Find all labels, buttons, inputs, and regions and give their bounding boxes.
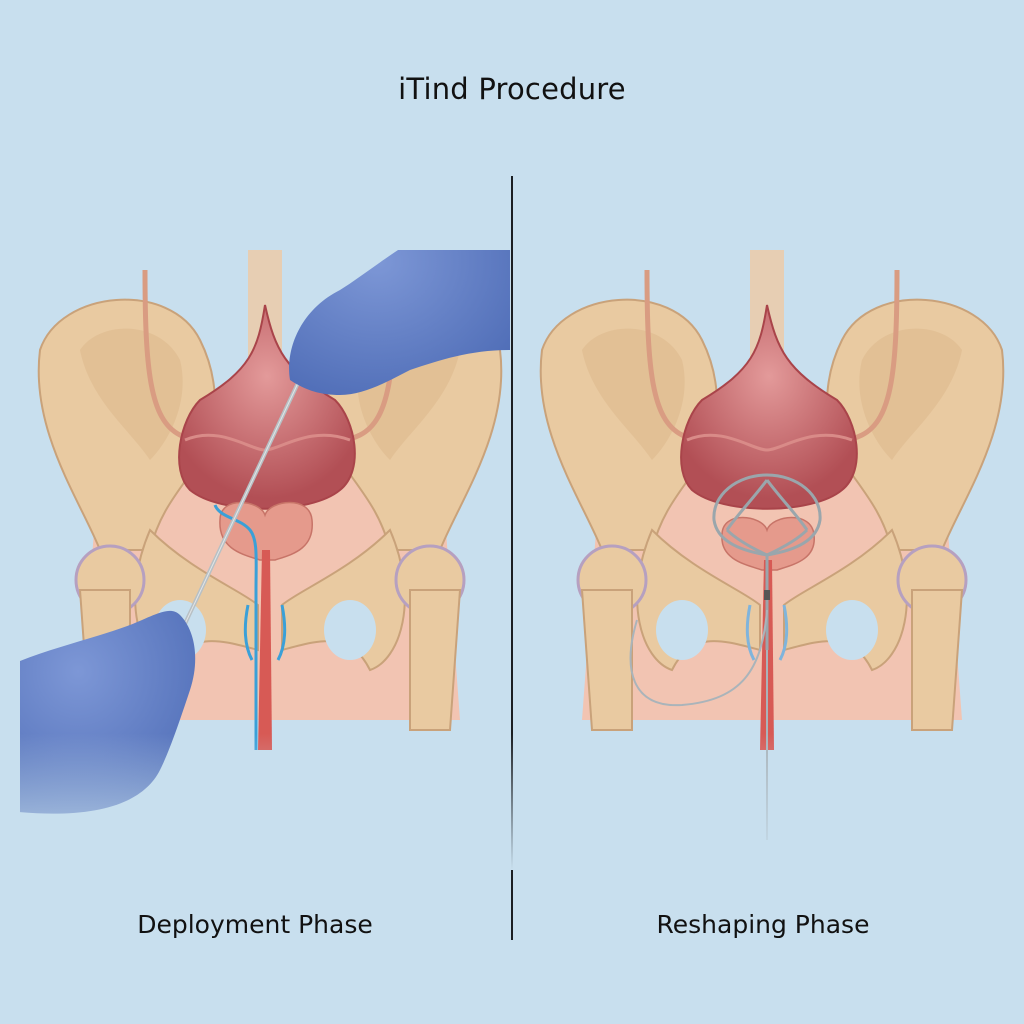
diagram-title: iTind Procedure [398,72,626,106]
deployment-illustration [20,250,520,870]
reshaping-illustration [522,250,1022,870]
reshaping-phase-caption: Reshaping Phase [656,910,870,939]
deployment-phase-caption: Deployment Phase [137,910,373,939]
